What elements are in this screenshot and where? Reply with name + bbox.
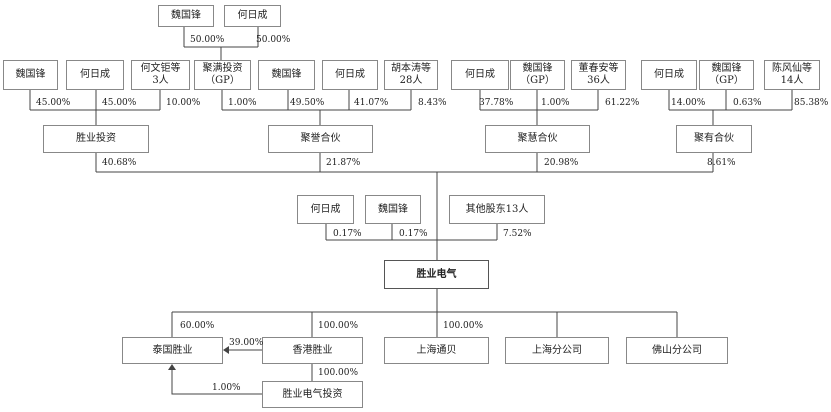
entity-dong: 董春安等 36人 <box>571 60 626 90</box>
pct-hewenju: 10.00% <box>166 98 201 108</box>
entity-sy-elec-invest: 胜业电气投资 <box>262 381 363 408</box>
entity-wei-shengye: 魏国锋 <box>3 60 58 90</box>
entity-foshan-branch: 佛山分公司 <box>626 337 728 364</box>
entity-he-juyu: 何日成 <box>322 60 378 90</box>
pct-wei-juhui: 1.00% <box>541 98 570 108</box>
entity-he-top: 何日成 <box>224 5 281 27</box>
pct-shanghai-tb: 100.00% <box>443 321 484 331</box>
entity-thai: 泰国胜业 <box>122 337 223 364</box>
pct-hk-to-thai: 39.00% <box>229 338 264 348</box>
entity-shanghai-branch: 上海分公司 <box>505 337 609 364</box>
entity-juhui: 聚慧合伙 <box>485 125 590 153</box>
pct-he-juyou: 14.00% <box>671 98 706 108</box>
pct-chen: 85.38% <box>794 98 829 108</box>
entity-shengye-invest: 胜业投资 <box>43 125 149 153</box>
entity-shanghai-tb: 上海通贝 <box>384 337 489 364</box>
pct-wei-shengye: 45.00% <box>36 98 71 108</box>
pct-he-shengye: 45.00% <box>102 98 137 108</box>
entity-he-juyou: 何日成 <box>641 60 697 90</box>
entity-juyou: 聚有合伙 <box>676 125 752 153</box>
pct-wei-juyu: 49.50% <box>290 98 325 108</box>
pct-wei-top: 50.00% <box>190 35 225 45</box>
pct-juyou: 8.61% <box>707 158 736 168</box>
entity-others: 其他股东13人 <box>449 195 545 224</box>
pct-others: 7.52% <box>503 229 532 239</box>
pct-he-juhui: 37.78% <box>479 98 514 108</box>
entity-wei-juhui-gp: 魏国锋 （GP） <box>510 60 565 90</box>
entity-hk: 香港胜业 <box>262 337 363 364</box>
pct-hu: 8.43% <box>418 98 447 108</box>
pct-juyu: 21.87% <box>326 158 361 168</box>
entity-company: 胜业电气 <box>384 260 489 289</box>
entity-juyu: 聚誉合伙 <box>268 125 373 153</box>
entity-wei-top: 魏国锋 <box>158 5 214 27</box>
entity-he-juhui: 何日成 <box>451 60 509 90</box>
entity-hewenju: 何文钜等 3人 <box>131 60 190 90</box>
pct-invest-to-thai: 1.00% <box>212 383 241 393</box>
entity-chen: 陈风仙等 14人 <box>764 60 820 90</box>
pct-thai: 60.00% <box>180 321 215 331</box>
entity-wei-juyou-gp: 魏国锋 （GP） <box>699 60 754 90</box>
pct-hk-to-invest: 100.00% <box>318 368 359 378</box>
pct-he-juyu: 41.07% <box>354 98 389 108</box>
entity-he-shengye: 何日成 <box>66 60 124 90</box>
pct-he-direct: 0.17% <box>333 229 362 239</box>
pct-juhui: 20.98% <box>544 158 579 168</box>
pct-he-top: 50.00% <box>256 35 291 45</box>
pct-wei-direct: 0.17% <box>399 229 428 239</box>
pct-dong: 61.22% <box>605 98 640 108</box>
entity-he-direct: 何日成 <box>297 195 354 224</box>
entity-wei-direct: 魏国锋 <box>365 195 421 224</box>
pct-wei-juyou: 0.63% <box>733 98 762 108</box>
pct-shengye-invest: 40.68% <box>102 158 137 168</box>
entity-hu: 胡本涛等 28人 <box>384 60 438 90</box>
pct-juman-gp: 1.00% <box>228 98 257 108</box>
pct-hk: 100.00% <box>318 321 359 331</box>
entity-wei-juyu: 魏国锋 <box>258 60 315 90</box>
entity-juman-gp: 聚满投资 （GP） <box>194 60 251 90</box>
